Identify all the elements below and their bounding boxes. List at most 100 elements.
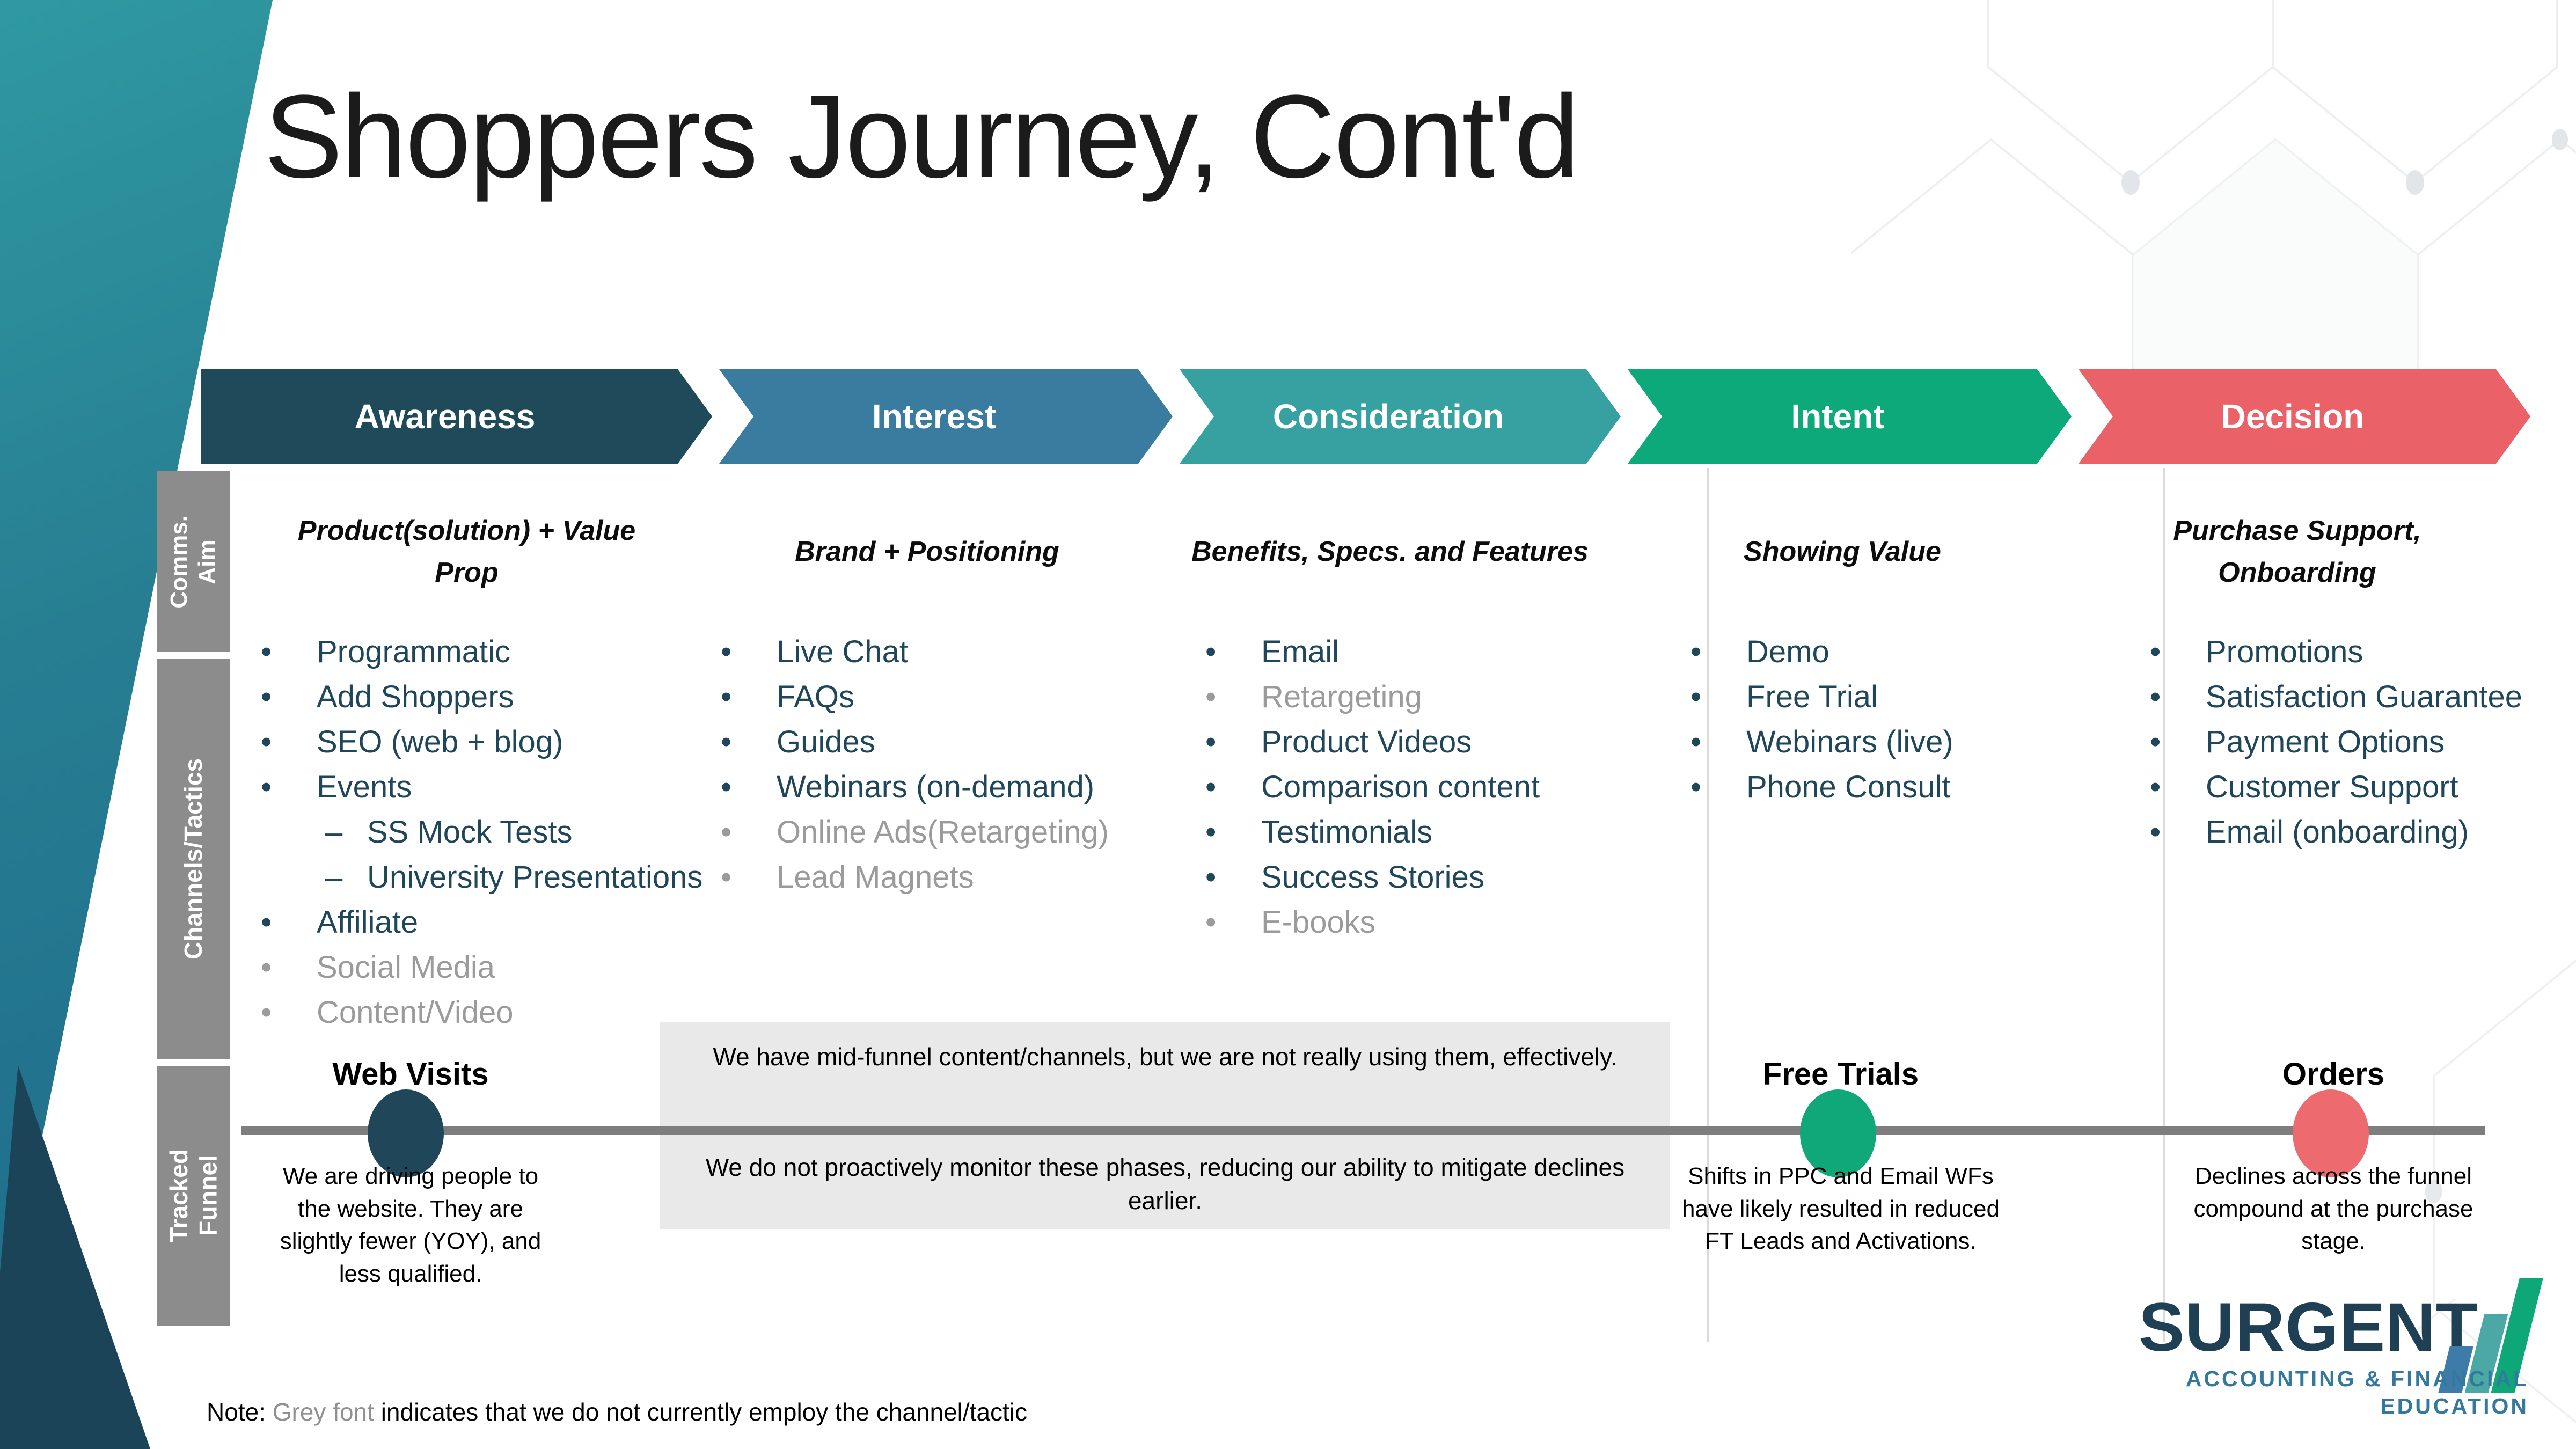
footnote-text: indicates that we do not currently emplo…	[380, 1398, 1028, 1426]
list-item: Phone Consult	[1686, 765, 1953, 810]
logo-tagline-line1: ACCOUNTING & FINANCIAL	[2185, 1366, 2529, 1391]
list-item-label: Email	[1261, 634, 1340, 669]
list-item-unused: E-books	[1201, 900, 1540, 945]
list-item: Comparison content	[1201, 765, 1540, 810]
list-item: SEO (web + blog)	[257, 720, 702, 765]
funnel-line	[241, 1126, 2485, 1135]
row-label-comms-aim: Comms. Aim	[157, 471, 230, 652]
funnel-marker-dot-free-trials	[1800, 1089, 1876, 1177]
stage-label: Intent	[1791, 397, 1885, 436]
stage-label: Decision	[2221, 397, 2365, 436]
hexagon-pattern-top-right	[1851, 0, 2576, 408]
logo-tagline: ACCOUNTING & FINANCIAL EDUCATION	[2186, 1365, 2529, 1421]
stage-label: Awareness	[354, 397, 536, 436]
footnote-prefix: Note:	[207, 1398, 273, 1426]
corner-accent-navy	[0, 1065, 150, 1449]
list-item-label: Promotions	[2206, 634, 2363, 669]
list-item-unused: Lead Magnets	[716, 855, 1109, 900]
list-item-label: Free Trial	[1746, 679, 1878, 714]
list-item: Guides	[716, 720, 1109, 765]
channels-list-consideration: Email Retargeting Product Videos Compari…	[1201, 630, 1540, 945]
list-subitem: SS Mock Tests	[321, 810, 702, 855]
list-subitem: University Presentations	[321, 855, 702, 900]
list-item-label: Social Media	[317, 950, 495, 985]
list-item: Add Shoppers	[257, 675, 702, 720]
list-item: Demo	[1686, 630, 1953, 675]
list-item: Customer Support	[2146, 765, 2522, 810]
list-item-label: SEO (web + blog)	[317, 724, 564, 759]
stage-arrow-interest: Interest	[719, 369, 1173, 464]
stage-label: Consideration	[1272, 397, 1504, 436]
list-item-label: Events	[317, 770, 412, 804]
row-label-text: Comms.	[166, 515, 193, 609]
stage-arrow-awareness: Awareness	[201, 369, 712, 464]
list-item: Free Trial	[1686, 675, 1953, 720]
list-item: FAQs	[716, 675, 1109, 720]
row-label-channels-tactics: Channels/Tactics	[157, 659, 230, 1059]
list-item-unused: Online Ads(Retargeting)	[716, 810, 1109, 855]
stage-arrow-decision: Decision	[2079, 369, 2530, 464]
list-item-label: University Presentations	[367, 860, 703, 895]
funnel-marker-dot-web-visits	[368, 1089, 444, 1177]
row-label-tracked-funnel: Tracked Funnel	[157, 1066, 230, 1326]
list-item-unused: Social Media	[257, 945, 702, 990]
list-item: Webinars (on-demand)	[716, 765, 1109, 810]
list-item-label: SS Mock Tests	[367, 815, 573, 850]
channels-list-awareness: Programmatic Add Shoppers SEO (web + blo…	[257, 630, 702, 1035]
column-divider	[1707, 468, 1709, 1342]
row-label-text: Tracked	[164, 1149, 193, 1242]
row-label-text: Channels/Tactics	[179, 758, 207, 960]
list-item-label: Satisfaction Guarantee	[2206, 679, 2523, 714]
list-item: Payment Options	[2146, 720, 2522, 765]
list-item-label: Lead Magnets	[777, 860, 974, 895]
footnote-grey-sample: Grey font	[272, 1398, 381, 1426]
funnel-marker-label-web-visits: Web Visits	[332, 1057, 489, 1092]
channels-list-intent: Demo Free Trial Webinars (live) Phone Co…	[1686, 630, 1953, 810]
column-divider	[2163, 468, 2165, 1342]
funnel-marker-dot-orders	[2293, 1089, 2369, 1177]
list-item-label: Demo	[1746, 634, 1829, 669]
funnel-marker-label-orders: Orders	[2282, 1057, 2385, 1092]
mid-funnel-note-2: We do not proactively monitor these phas…	[705, 1153, 1625, 1215]
logo-wordmark: SURGENT	[2139, 1289, 2478, 1366]
comms-aim-interest: Brand + Positioning	[795, 536, 1059, 567]
list-item: Product Videos	[1201, 720, 1540, 765]
logo-tagline-line2: EDUCATION	[2380, 1394, 2529, 1419]
list-item-label: Live Chat	[777, 634, 909, 669]
list-item-label: Phone Consult	[1746, 770, 1951, 804]
stage-arrow-intent: Intent	[1628, 369, 2072, 464]
channels-list-interest: Live Chat FAQs Guides Webinars (on-deman…	[716, 630, 1109, 900]
comms-aim-decision: Purchase Support, Onboarding	[2173, 515, 2421, 588]
list-item-label: Comparison content	[1261, 770, 1540, 804]
list-item: Email	[1201, 630, 1540, 675]
list-item-label: Webinars (on-demand)	[777, 770, 1095, 804]
list-item-label: E-books	[1261, 905, 1375, 940]
list-item-label: FAQs	[777, 679, 855, 714]
row-label-text: Aim	[194, 539, 220, 584]
list-item-label: Affiliate	[317, 905, 419, 940]
list-item-label: Content/Video	[317, 995, 514, 1030]
list-item-label: Testimonials	[1261, 815, 1433, 850]
list-item: Success Stories	[1201, 855, 1540, 900]
funnel-note-orders: Declines across the funnel compound at t…	[2193, 1163, 2473, 1255]
list-item-label: Webinars (live)	[1746, 724, 1953, 759]
channels-list-decision: Promotions Satisfaction Guarantee Paymen…	[2146, 630, 2522, 855]
funnel-note-web-visits: We are driving people to the website. Th…	[280, 1163, 541, 1287]
list-item-label: Guides	[777, 724, 875, 759]
list-item-unused: Retargeting	[1201, 675, 1540, 720]
stage-label: Interest	[872, 397, 997, 436]
list-item: Events	[257, 765, 702, 810]
list-item: Email (onboarding)	[2146, 810, 2522, 855]
footnote: Note: Grey font indicates that we do not…	[207, 1397, 1027, 1426]
list-item-unused: Content/Video	[257, 990, 702, 1035]
list-item-label: Payment Options	[2206, 724, 2445, 759]
list-item-label: Online Ads(Retargeting)	[777, 815, 1109, 850]
funnel-marker-label-free-trials: Free Trials	[1762, 1057, 1919, 1092]
hexagon-pattern-right	[2425, 959, 2576, 1424]
list-item: Satisfaction Guarantee	[2146, 675, 2522, 720]
list-item: Affiliate	[257, 900, 702, 945]
comms-aim-consideration: Benefits, Specs. and Features	[1191, 536, 1589, 567]
surgent-logo: SURGENT ACCOUNTING & FINANCIAL EDUCATION	[2139, 1278, 2543, 1439]
list-item-label: Retargeting	[1261, 679, 1422, 714]
